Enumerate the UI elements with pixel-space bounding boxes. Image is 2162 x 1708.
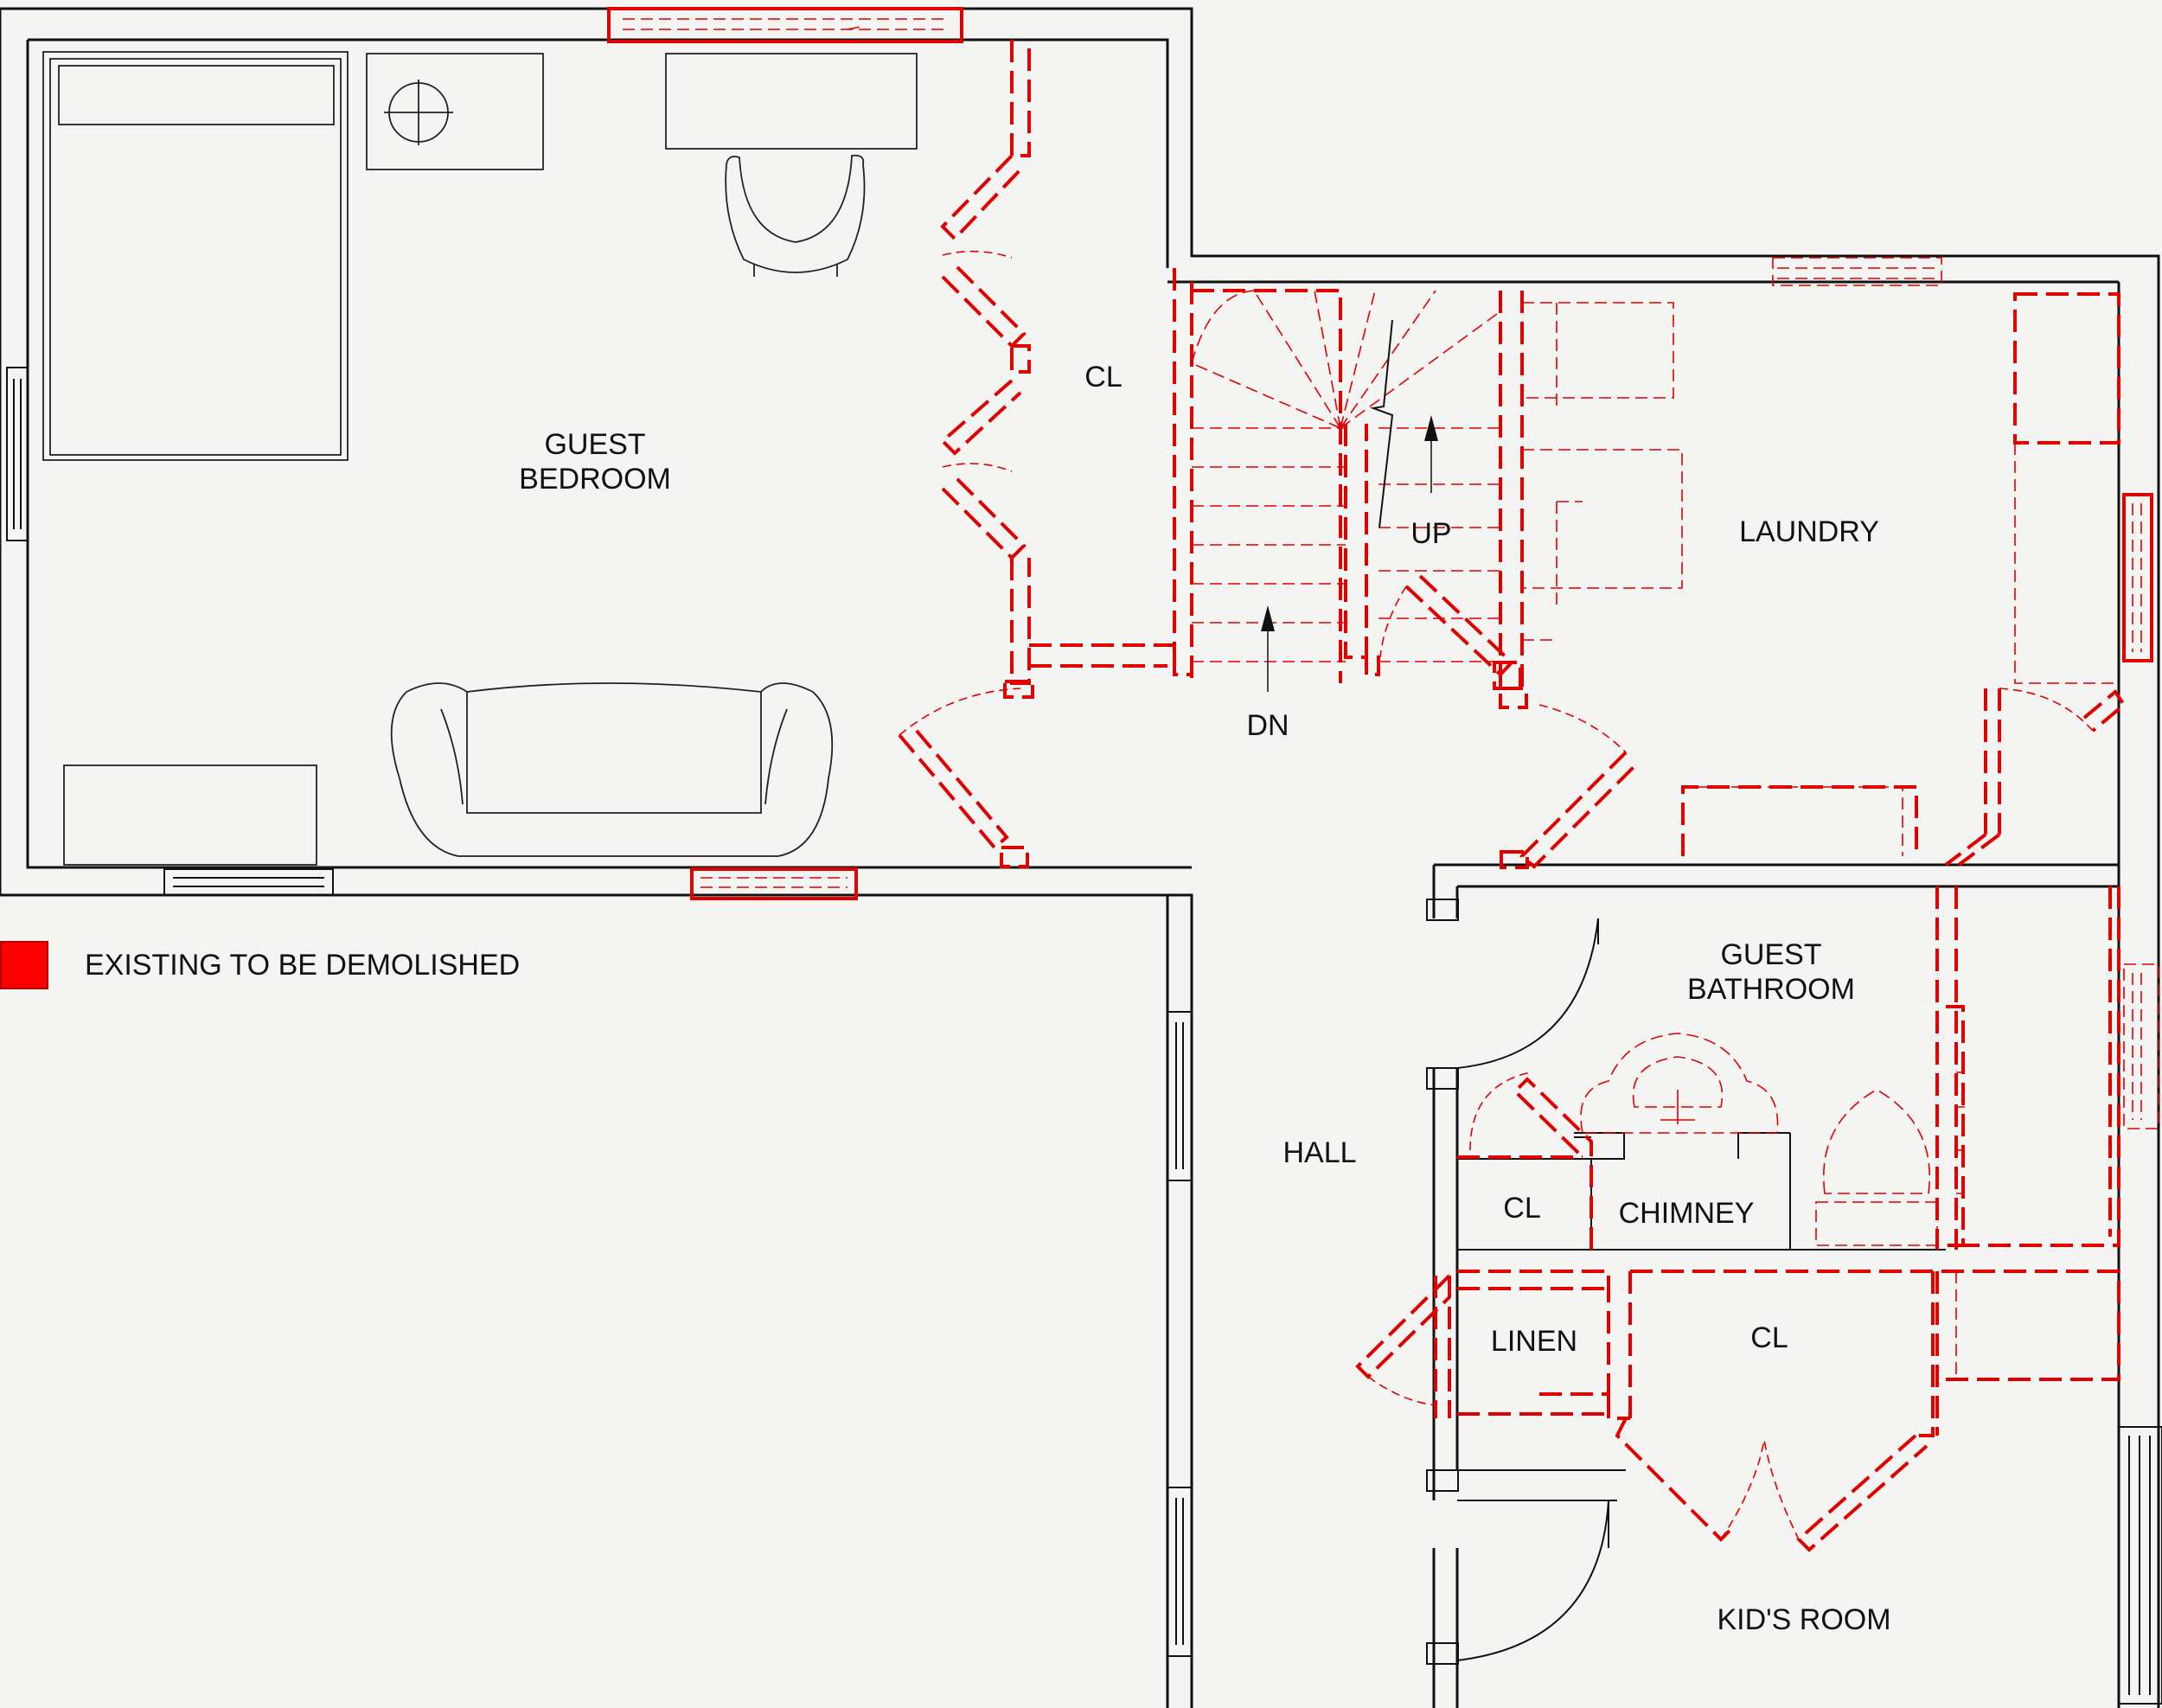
guest-bedroom-label-1: GUEST	[544, 428, 645, 461]
stair-down-label: DN	[1246, 709, 1289, 742]
furniture	[42, 51, 918, 866]
hall-doors	[1456, 918, 1609, 1661]
linen-label: LINEN	[1491, 1325, 1577, 1358]
demolition-walls	[607, 7, 2159, 1552]
chimney-label: CHIMNEY	[1619, 1197, 1755, 1230]
guest-bathroom-label-2: BATHROOM	[1687, 973, 1855, 1006]
closet-bath-label: CL	[1503, 1192, 1540, 1225]
kids-room-label: KID'S ROOM	[1717, 1603, 1890, 1636]
laundry-label: LAUNDRY	[1739, 515, 1879, 548]
hall-label: HALL	[1282, 1136, 1356, 1169]
closet-lower-label: CL	[1750, 1321, 1788, 1354]
room-labels: GUEST BEDROOM CL LAUNDRY UP DN GUEST BAT…	[519, 361, 1890, 1636]
legend-swatch	[0, 941, 48, 989]
stair-up-label: UP	[1410, 517, 1451, 550]
closet-top-label: CL	[1084, 361, 1122, 393]
legend-label: EXISTING TO BE DEMOLISHED	[85, 948, 521, 982]
existing-walls	[0, 7, 2162, 1708]
guest-bathroom-label-1: GUEST	[1720, 938, 1821, 971]
legend: EXISTING TO BE DEMOLISHED	[0, 941, 520, 989]
guest-bedroom-label-2: BEDROOM	[519, 463, 671, 496]
